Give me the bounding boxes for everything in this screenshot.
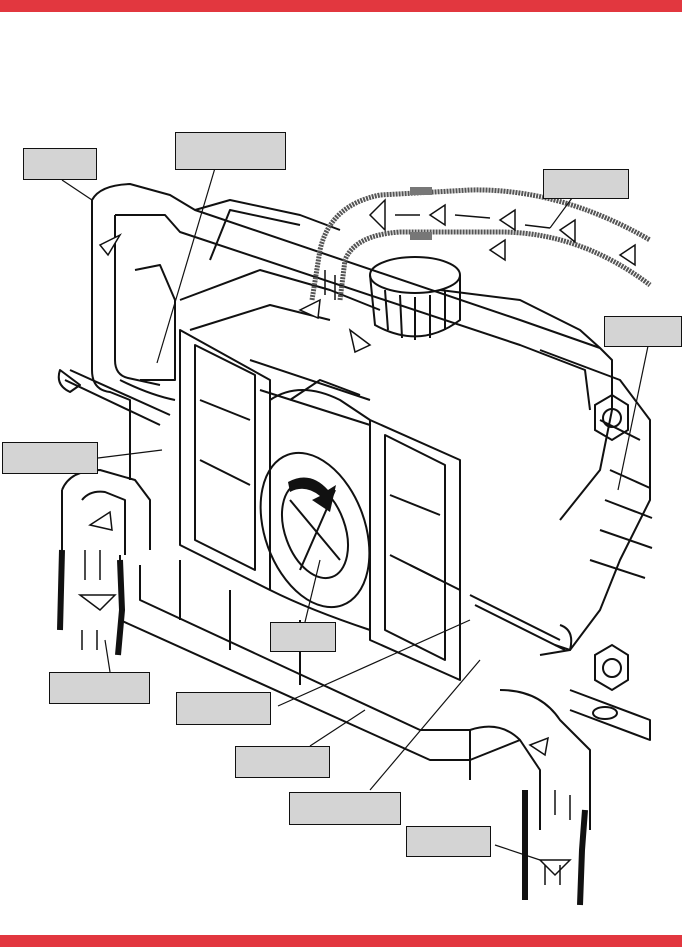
label-right xyxy=(604,316,682,347)
knob-icon xyxy=(369,256,461,340)
rotation-arrow-icon xyxy=(288,477,336,512)
label-bottom-4 xyxy=(406,826,491,857)
top-color-bar xyxy=(0,0,682,12)
label-left xyxy=(2,442,98,474)
label-top-left xyxy=(23,148,97,180)
right-housing xyxy=(539,349,651,656)
right-outlet xyxy=(499,689,591,830)
label-top-center xyxy=(175,132,286,170)
left-outlet xyxy=(61,469,151,550)
left-frame xyxy=(91,200,131,480)
flow-arrow-icon xyxy=(77,198,636,877)
right-rod xyxy=(469,594,566,651)
label-bottom-2 xyxy=(235,746,330,778)
label-top-right xyxy=(543,169,629,199)
label-center xyxy=(270,622,336,652)
upper-manifold xyxy=(91,183,613,521)
left-rod xyxy=(64,369,171,426)
label-bottom-1 xyxy=(176,692,271,725)
bottom-color-bar xyxy=(0,935,682,947)
label-bottom-left xyxy=(49,672,150,704)
label-bottom-3 xyxy=(289,792,401,825)
inlet-hose xyxy=(309,187,652,301)
center-diaphragm xyxy=(259,451,371,609)
left-plate xyxy=(179,329,271,591)
right-plate xyxy=(369,419,461,681)
nut-icon xyxy=(594,393,629,692)
